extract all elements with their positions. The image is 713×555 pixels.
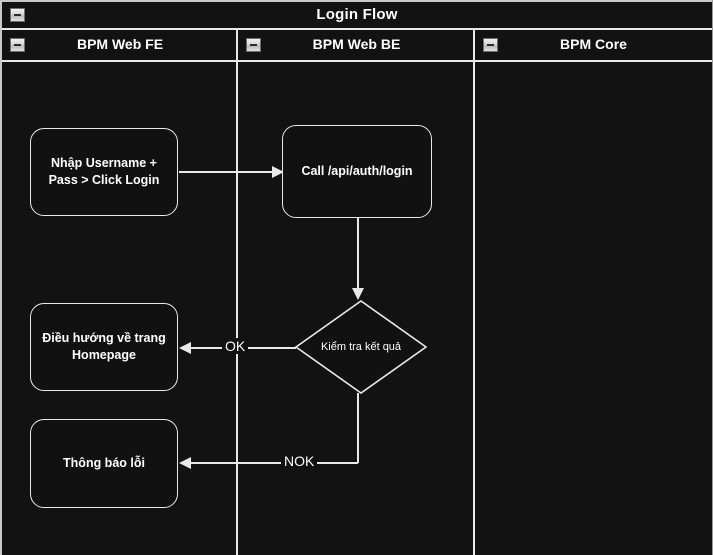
edge-n1-to-n2-line bbox=[179, 171, 273, 173]
lane-header-bpm-web-fe: BPM Web FE bbox=[2, 30, 238, 62]
task-node-call-login-api[interactable]: Call /api/auth/login bbox=[282, 125, 432, 218]
decision-diamond-shape bbox=[294, 300, 428, 394]
minus-square-icon-lane-fe[interactable] bbox=[10, 38, 25, 52]
edge-n3-to-n4-arrowhead bbox=[179, 342, 191, 354]
lane-header-bpm-core: BPM Core bbox=[475, 30, 712, 62]
lane-separator-be-core bbox=[473, 30, 475, 555]
page-title: Login Flow bbox=[316, 6, 398, 23]
minus-square-icon-lane-be[interactable] bbox=[246, 38, 261, 52]
minus-square-icon-lane-core[interactable] bbox=[483, 38, 498, 52]
decision-node-check-result[interactable]: Kiểm tra kết quả bbox=[294, 299, 428, 395]
edge-n2-to-n3-line bbox=[357, 218, 359, 290]
edge-n3-to-n5-horizontal bbox=[190, 462, 358, 464]
lane-label-bpm-web-fe: BPM Web FE bbox=[76, 36, 164, 52]
lane-label-bpm-core: BPM Core bbox=[560, 36, 627, 52]
diagram-border-left bbox=[0, 0, 2, 555]
edge-n3-to-n5-vertical bbox=[357, 393, 359, 463]
lane-separator-fe-be bbox=[236, 30, 238, 555]
lane-header-bpm-web-be: BPM Web BE bbox=[238, 30, 475, 62]
edge-n2-to-n3-arrowhead bbox=[352, 288, 364, 300]
edge-n1-to-n2-arrowhead bbox=[272, 166, 284, 178]
task-node-redirect-homepage[interactable]: Điều hướng về trang Homepage bbox=[30, 303, 178, 391]
task-node-show-error[interactable]: Thông báo lỗi bbox=[30, 419, 178, 508]
edge-n3-to-n5-arrowhead bbox=[179, 457, 191, 469]
task-node-enter-credentials[interactable]: Nhập Username + Pass > Click Login bbox=[30, 128, 178, 216]
diagram-border-top bbox=[0, 0, 713, 2]
pool-title-bar: Login Flow bbox=[2, 2, 712, 30]
minus-square-icon-pool[interactable] bbox=[10, 8, 25, 22]
lane-label-bpm-web-be: BPM Web BE bbox=[312, 36, 401, 52]
edge-label-ok: OK bbox=[222, 338, 249, 354]
edge-label-nok: NOK bbox=[281, 453, 318, 469]
